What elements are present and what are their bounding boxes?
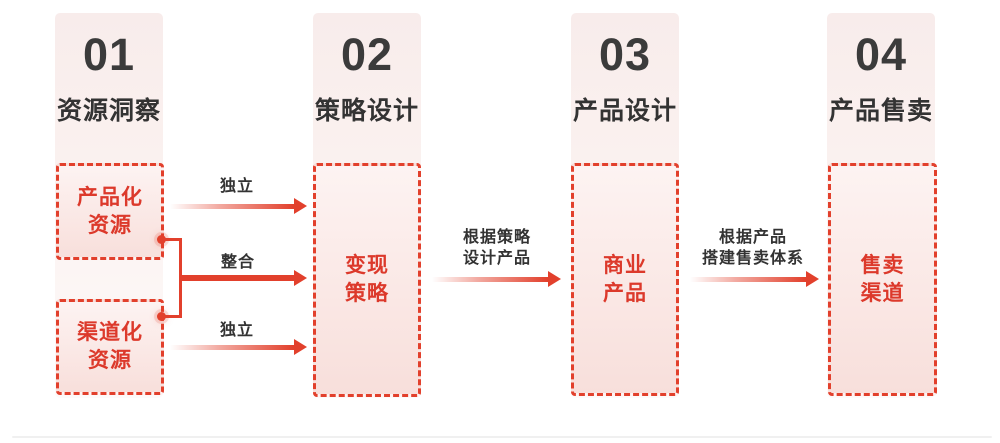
box-label-line: 资源 — [88, 213, 132, 237]
arrow-shaft — [690, 276, 806, 282]
box-label-line: 售卖 — [860, 253, 905, 277]
stage-number-4: 04 — [854, 29, 908, 80]
arrow-head-icon — [294, 198, 307, 214]
arrow-label-line: 根据策略 — [462, 229, 531, 246]
connector-dot-bottom — [157, 312, 166, 321]
box-sales-channel: 售卖 渠道 — [828, 163, 937, 396]
box-productized-resources: 产品化 资源 — [56, 163, 164, 260]
stage-title-product-design: 产品设计 — [572, 97, 677, 125]
box-channelized-resources: 渠道化 资源 — [56, 299, 164, 395]
box-label-line: 商业 — [603, 253, 647, 277]
connector-line-top — [162, 238, 182, 241]
stage-title-product-sales: 产品售卖 — [828, 97, 933, 125]
box-label-line: 策略 — [345, 282, 389, 305]
stage-number-1: 01 — [82, 29, 136, 80]
arrow-label-integrate: 整合 — [220, 254, 255, 271]
arrow-shaft — [170, 344, 294, 350]
stage-number-2: 02 — [340, 29, 394, 80]
arrow-label-strategy-to-product: 根据策略 设计产品 — [437, 227, 557, 269]
connector-line-bottom — [162, 315, 182, 318]
box-label-line: 渠道化 — [77, 321, 143, 344]
arrow-head-icon — [294, 339, 307, 355]
arrow-strategy-to-product — [432, 271, 561, 287]
box-commercial-product: 商业 产品 — [571, 163, 679, 396]
stage-title-resource-insight: 资源洞察 — [56, 97, 161, 125]
arrow-integrate — [180, 270, 307, 286]
arrow-label-line: 搭建售卖体系 — [701, 250, 804, 267]
stage-title-strategy-design: 策略设计 — [314, 97, 419, 125]
arrow-head-icon — [294, 270, 307, 286]
box-label-line: 资源 — [88, 349, 132, 372]
arrow-head-icon — [548, 271, 561, 287]
arrow-label-product-to-sales: 根据产品 搭建售卖体系 — [683, 227, 823, 269]
box-monetization-strategy: 变现 策略 — [313, 163, 421, 397]
arrow-label-line: 设计产品 — [462, 250, 531, 267]
stage-number-3: 03 — [598, 29, 652, 80]
arrow-label-line: 根据产品 — [718, 229, 787, 246]
box-label-line: 渠道 — [860, 281, 905, 305]
bottom-divider — [12, 436, 992, 438]
arrow-independent-top — [170, 198, 307, 214]
arrow-head-icon — [806, 271, 819, 287]
box-label-line: 变现 — [345, 254, 389, 277]
arrow-product-to-sales — [690, 271, 819, 287]
arrow-shaft — [180, 275, 294, 281]
arrow-shaft — [170, 203, 294, 209]
box-label-line: 产品 — [603, 281, 647, 305]
arrow-label-independent-top: 独立 — [219, 178, 254, 195]
arrow-independent-bottom — [170, 339, 307, 355]
connector-dot-top — [157, 235, 166, 244]
arrow-shaft — [432, 276, 548, 282]
arrow-label-independent-bottom: 独立 — [219, 322, 254, 339]
box-label-line: 产品化 — [77, 185, 143, 209]
